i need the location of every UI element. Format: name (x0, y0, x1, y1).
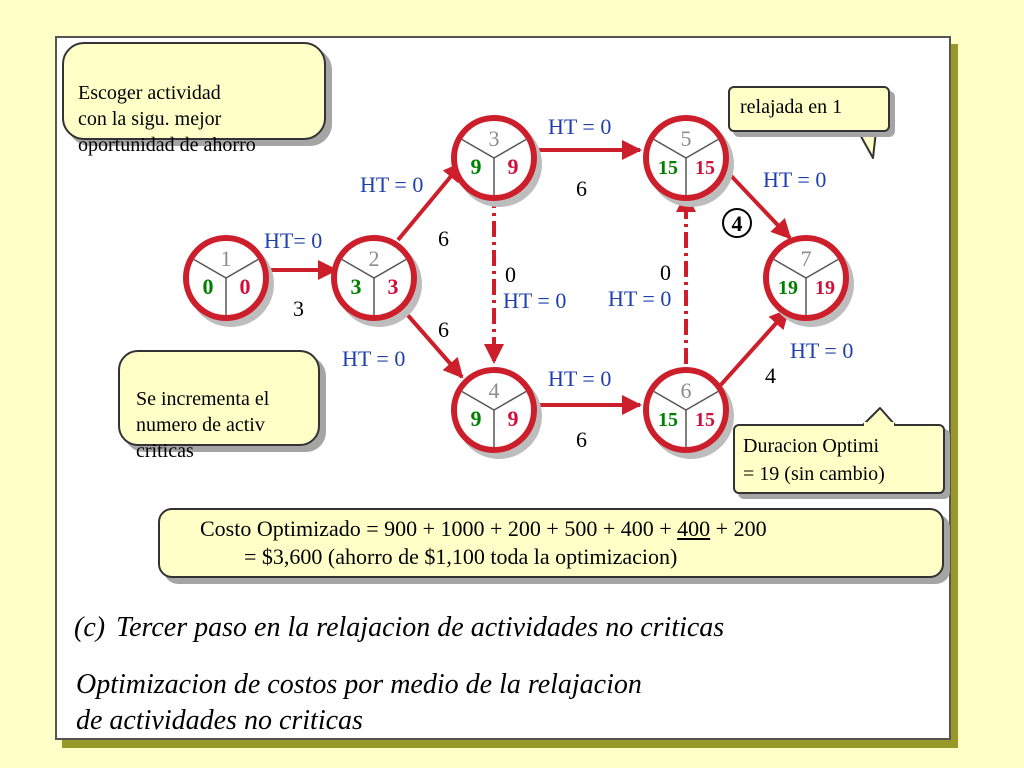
dummy-6-5-ht: HT = 0 (608, 286, 671, 311)
node-6: 615 15 (643, 367, 734, 459)
increase-critical-text: Se incrementa el numero de activ critica… (136, 388, 270, 462)
marker-4-label: 4 (732, 211, 743, 236)
node-6-early: 15 (658, 409, 678, 431)
edge-1-2-duration: 3 (293, 296, 304, 321)
step-caption: (c) Tercer paso en la relajacion de acti… (74, 612, 724, 644)
node-7-divider-left (773, 258, 807, 279)
node-2-id: 2 (369, 246, 380, 271)
node-2-late: 3 (388, 274, 399, 299)
node-3-divider-left (461, 138, 495, 159)
cost-underlined: 400 (677, 516, 711, 541)
slide-title-line1: Optimizacion de costos por medio de la r… (76, 669, 642, 700)
node-5: 515 15 (643, 115, 734, 207)
duration-line1: Duracion Optimi (743, 435, 880, 457)
dummy-6-5-duration: 0 (660, 260, 671, 285)
node-4-divider-right (493, 390, 527, 411)
edge-3-5-duration: 6 (576, 176, 587, 201)
node-6-id: 6 (681, 378, 692, 403)
optimized-cost-box: Costo Optimizado = 900 + 1000 + 200 + 50… (158, 508, 944, 578)
arrow-2-4 (396, 302, 464, 379)
node-5-divider-right (685, 138, 719, 159)
node-1-divider-right (225, 258, 259, 279)
node-7-id: 7 (801, 246, 812, 271)
edge-5-7-ht: HT = 0 (763, 167, 826, 192)
edge-2-3-ht: HT = 0 (360, 172, 423, 197)
cost-line1: Costo Optimizado = 900 + 1000 + 200 + 50… (200, 516, 767, 542)
node-6-divider-right (685, 390, 719, 411)
edge-2-4-ht: HT = 0 (342, 346, 405, 371)
node-1-early: 0 (203, 274, 214, 299)
node-6-divider-left (653, 390, 687, 411)
node-1-late: 0 (240, 274, 251, 299)
node-1-divider-left (193, 258, 227, 279)
edge-6-7-ht: HT = 0 (790, 338, 853, 363)
cost-pre: Costo Optimizado = 900 + 1000 + 200 + 50… (200, 516, 678, 541)
edge-6-7-duration: 4 (765, 363, 776, 388)
node-4-divider-left (461, 390, 495, 411)
duration-callout: Duracion Optimi = 19 (sin cambio) (733, 424, 945, 494)
cost-post: + 200 (710, 516, 767, 541)
node-2: 23 3 (331, 235, 422, 327)
node-1: 10 0 (183, 235, 274, 327)
edge-1-2-ht: HT= 0 (264, 228, 322, 253)
node-1-id: 1 (221, 246, 232, 271)
relaxed-callout: relajada en 1 (728, 86, 890, 132)
node-5-id: 5 (681, 126, 692, 151)
arrow-6-7 (716, 308, 790, 390)
node-4-id: 4 (489, 378, 500, 403)
cost-line2: = $3,600 (ahorro de $1,100 toda la optim… (244, 544, 678, 569)
step-label: (c) (74, 612, 106, 643)
edge-4-6-duration: 6 (576, 427, 587, 452)
node-7-late: 19 (815, 277, 835, 299)
node-7-divider-right (805, 258, 839, 279)
increase-critical-callout: Se incrementa el numero de activ critica… (118, 350, 320, 462)
node-2-divider-left (341, 258, 375, 279)
node-4: 49 9 (451, 367, 542, 459)
node-2-early: 3 (351, 274, 362, 299)
arrow-2-3 (396, 161, 464, 242)
node-3-early: 9 (471, 154, 482, 179)
choose-activity-callout: Escoger actividad con la sigu. mejor opo… (62, 42, 326, 156)
marker-4: 4 (722, 208, 752, 238)
node-4-early: 9 (471, 406, 482, 431)
node-2-divider-right (373, 258, 407, 279)
choose-activity-text: Escoger actividad con la sigu. mejor opo… (78, 82, 256, 156)
step-text: Tercer paso en la relajacion de activida… (116, 612, 725, 643)
node-6-late: 15 (695, 409, 715, 431)
dummy-3-4-duration: 0 (505, 262, 516, 287)
slide-title-line2: de actividades no criticas (76, 705, 363, 736)
edge-3-5-ht: HT = 0 (548, 114, 611, 139)
edge-2-4-duration: 6 (438, 317, 449, 342)
node-7: 719 19 (763, 235, 854, 327)
edge-2-3-duration: 6 (438, 226, 449, 251)
node-5-early: 15 (658, 157, 678, 179)
node-5-divider-left (653, 138, 687, 159)
node-3-id: 3 (489, 126, 500, 151)
node-3-divider-right (493, 138, 527, 159)
relaxed-callout-tail (857, 130, 877, 159)
duration-tail-join (864, 422, 894, 427)
edge-4-6-ht: HT = 0 (548, 366, 611, 391)
node-3-late: 9 (508, 154, 519, 179)
dummy-3-4-ht: HT = 0 (503, 288, 566, 313)
node-4-late: 9 (508, 406, 519, 431)
node-5-late: 15 (695, 157, 715, 179)
duration-line2: = 19 (sin cambio) (743, 463, 885, 485)
node-7-early: 19 (778, 277, 798, 299)
node-3: 39 9 (451, 115, 542, 207)
relaxed-text: relajada en 1 (740, 96, 843, 118)
